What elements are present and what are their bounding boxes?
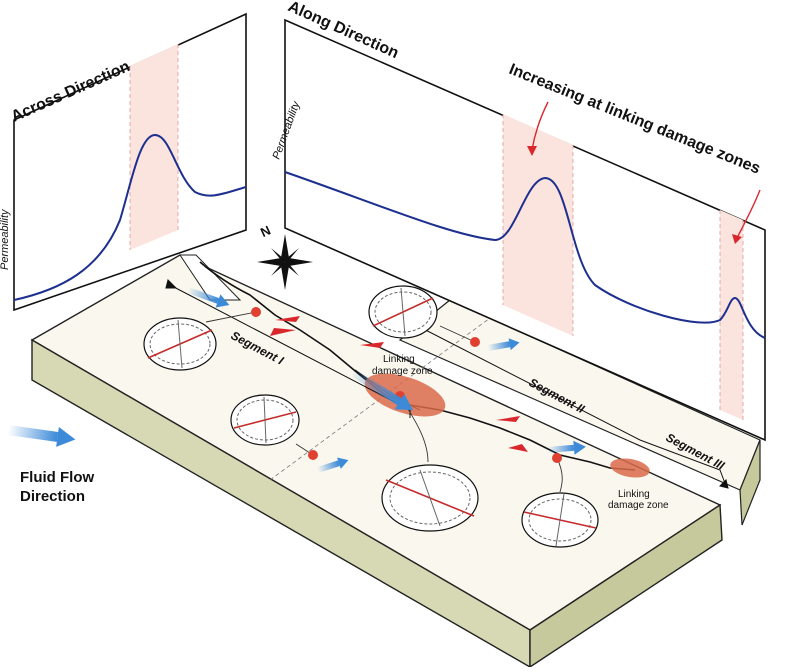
observation-dot-1 — [251, 307, 261, 317]
annotation-arrow-1 — [531, 101, 549, 151]
stress-ellipses — [143, 285, 599, 548]
flow-arrow-legend — [7, 425, 76, 447]
across-permeability-curve — [13, 133, 247, 301]
fluid-flow-label-line2: Direction — [20, 488, 85, 505]
slab-right-face — [529, 503, 723, 669]
along-highlight-band-1 — [503, 114, 573, 336]
fluid-flow-label-line1: Fluid Flow — [20, 469, 94, 486]
stress-ellipse-5 — [521, 492, 599, 548]
slip-arrows — [270, 316, 528, 452]
compass-north-label: N — [258, 222, 273, 240]
along-highlight-band-2 — [720, 210, 743, 420]
across-highlight-band — [130, 44, 178, 250]
flow-arrow-3 — [317, 457, 349, 473]
segment-1-arrowhead — [165, 279, 178, 289]
slab-step-side — [739, 439, 761, 526]
segment-3-bracket — [639, 439, 727, 487]
linking-damage-zone-2 — [610, 458, 650, 478]
across-panel-ylabel: Permeability — [0, 208, 11, 270]
stress-ellipse-3 — [368, 285, 438, 339]
stress-ellipse-1 — [143, 317, 217, 371]
slip-arrow-5 — [508, 444, 528, 452]
flow-arrow-2 — [349, 368, 414, 411]
flow-arrow-5 — [547, 440, 586, 455]
flow-arrow-4 — [487, 338, 520, 351]
damage-zone-2-label-line1: Linking — [618, 489, 650, 500]
damage-zone-1-label-line2: damage zone — [372, 366, 433, 377]
observation-dot-5 — [552, 453, 562, 463]
along-permeability-curve — [284, 171, 766, 339]
compass-rose: N — [257, 222, 313, 290]
flow-arrow-1 — [186, 287, 230, 308]
slip-arrow-2 — [270, 328, 296, 336]
damage-zone-2-label-line2: damage zone — [608, 500, 669, 511]
observation-dot-2 — [308, 450, 318, 460]
slip-arrow-3 — [360, 342, 384, 348]
annotation-arrow-2 — [736, 189, 761, 239]
across-direction-panel: Across Direction Permeability — [0, 12, 247, 312]
damage-zone-1-label-line1: Linking — [383, 354, 415, 365]
slip-arrow-1 — [275, 316, 300, 322]
segment-3-arrowhead — [719, 479, 729, 489]
slip-arrow-4 — [496, 416, 520, 422]
linking-damage-zone-1 — [364, 373, 446, 417]
fault-line-main — [199, 261, 636, 471]
fluid-flow-arrows — [7, 287, 586, 473]
annotation-arrows — [527, 101, 761, 244]
stress-ellipse-2 — [230, 394, 300, 446]
observation-dot-3 — [470, 337, 480, 347]
stress-ellipse-4 — [381, 464, 479, 532]
slab-fold — [179, 254, 242, 301]
